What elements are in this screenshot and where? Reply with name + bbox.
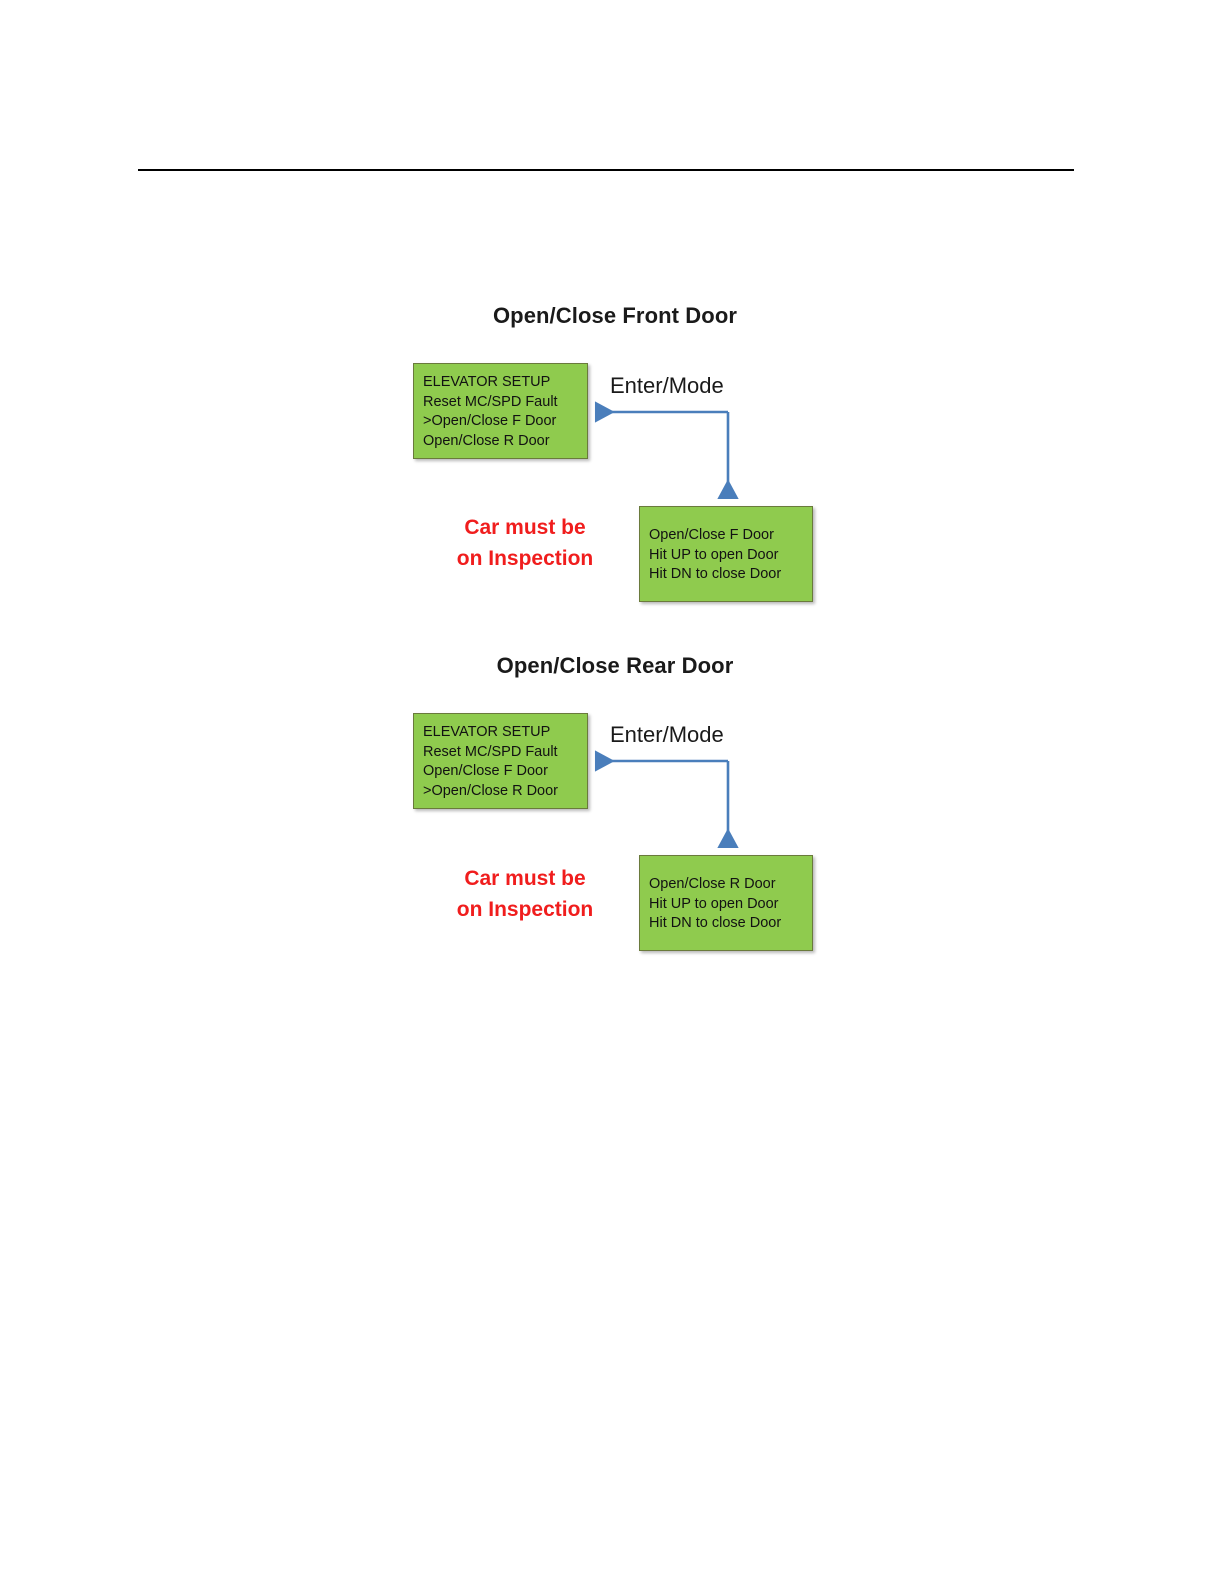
warning-note-rear: Car must be on Inspection <box>405 863 645 925</box>
transition-label-enter-mode-rear: Enter/Mode <box>610 722 724 747</box>
connector-rear-door <box>594 750 739 849</box>
lcd-line-group: Open/Close F Door Hit UP to open Door Hi… <box>649 526 808 585</box>
lcd-line: Hit UP to open Door <box>649 895 779 912</box>
lcd-line-selected: >Open/Close F Door <box>423 413 557 429</box>
lcd-line: ELEVATOR SETUP <box>423 374 551 390</box>
transition-label-enter-mode-front: Enter/Mode <box>610 373 724 398</box>
elevator-setup-menu-front: ELEVATOR SETUP Reset MC/SPD Fault >Open/… <box>413 363 588 459</box>
lcd-line-group: Open/Close R Door Hit UP to open Door Hi… <box>649 875 808 934</box>
section-title-rear-door: Open/Close Rear Door <box>496 653 734 678</box>
warning-line-1: Car must be <box>464 867 586 890</box>
lcd-line-group: ELEVATOR SETUP Reset MC/SPD Fault Open/C… <box>423 723 583 801</box>
lcd-line: Open/Close R Door <box>649 876 776 892</box>
section-title-front-door: Open/Close Front Door <box>492 303 738 328</box>
warning-line-2: on Inspection <box>456 898 594 921</box>
warning-line-2: on Inspection <box>456 547 594 570</box>
lcd-line: Reset MC/SPD Fault <box>423 393 558 410</box>
warning-note-front: Car must be on Inspection <box>405 512 645 574</box>
elevator-setup-menu-rear: ELEVATOR SETUP Reset MC/SPD Fault Open/C… <box>413 713 588 809</box>
lcd-line: Open/Close F Door <box>423 763 548 779</box>
lcd-line-selected: >Open/Close R Door <box>423 782 558 799</box>
open-close-rear-door-screen: Open/Close R Door Hit UP to open Door Hi… <box>639 855 813 951</box>
header-divider-rule <box>138 169 1074 171</box>
lcd-line: Open/Close R Door <box>423 432 550 449</box>
lcd-line-group: ELEVATOR SETUP Reset MC/SPD Fault >Open/… <box>423 373 583 451</box>
warning-line-1: Car must be <box>464 516 586 539</box>
lcd-line: Open/Close F Door <box>649 527 774 543</box>
open-close-front-door-screen: Open/Close F Door Hit UP to open Door Hi… <box>639 506 813 602</box>
lcd-line: Hit DN to close Door <box>649 915 782 931</box>
lcd-line: ELEVATOR SETUP <box>423 724 551 740</box>
connector-front-door <box>594 401 739 500</box>
lcd-line: Hit DN to close Door <box>649 566 782 582</box>
lcd-line: Hit UP to open Door <box>649 546 779 563</box>
lcd-line: Reset MC/SPD Fault <box>423 743 558 760</box>
